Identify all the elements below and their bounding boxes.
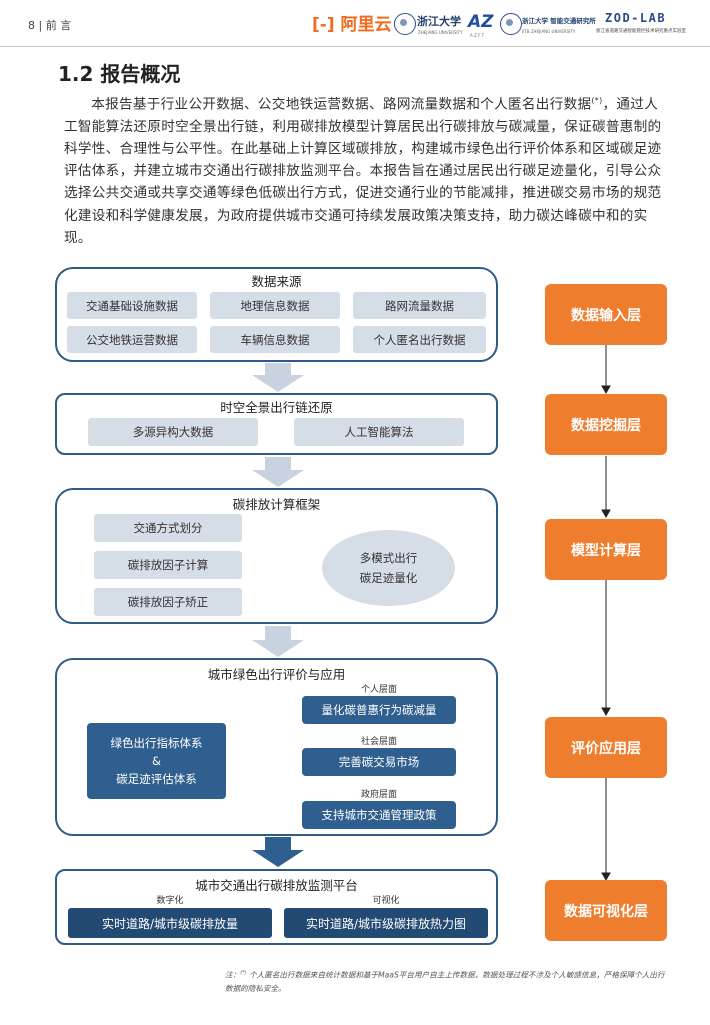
flow-arrows [252, 363, 304, 657]
page-number-line: 8 | 前 言 [28, 17, 71, 33]
platform-box: 实时道路/城市级碳排放热力图 [284, 908, 488, 938]
zod-lab-sub: 浙江省道路交通智能管控技术研究重点实验室 [596, 29, 686, 34]
layer-box-model: 模型计算层 [545, 519, 667, 580]
data-source-item: 地理信息数据 [210, 292, 340, 319]
down-arrow-2 [252, 457, 304, 487]
data-source-title: 数据来源 [251, 274, 302, 289]
carbon-calc-title: 碳排放计算框架 [232, 497, 321, 512]
carbon-calc-item: 碳排放因子计算 [94, 551, 242, 579]
zju-seal-icon [394, 13, 416, 35]
az-logo: AZ [468, 12, 494, 32]
data-source-item: 公交地铁运营数据 [67, 326, 197, 353]
zju-logo-sub: ZHEJIANG UNIVERSITY [418, 30, 463, 35]
footprint-ellipse: 多模式出行 碳足迹量化 [322, 530, 455, 606]
iitb-logo-sub: IITB ZHEJIANG UNIVERSITY [522, 29, 576, 34]
layer-arrows [601, 345, 611, 882]
indicator-system-box: 绿色出行指标体系 & 碳足迹评估体系 [87, 723, 226, 799]
aliyun-bracket-icon: [-] [312, 15, 335, 35]
zju-logo: 浙江大学 [417, 15, 461, 28]
data-source-item: 交通基础设施数据 [67, 292, 197, 319]
layer-box-visualization: 数据可视化层 [545, 880, 667, 941]
section-title: 1.2 报告概况 [58, 62, 181, 86]
intro-paragraph: 本报告基于行业公开数据、公交地铁运营数据、路网流量数据和个人匿名出行数据(*)，… [64, 96, 662, 246]
carbon-calc-item: 碳排放因子矫正 [94, 588, 242, 616]
carbon-calc-item: 交通方式划分 [94, 514, 242, 542]
page-header: 8 | 前 言 [-] 阿里云 浙江大学 ZHEJIANG UNIVERSITY… [0, 0, 710, 48]
platform-label: 可视化 [372, 896, 400, 906]
down-arrow-4 [252, 837, 304, 867]
trip-chain-item: 多源异构大数据 [88, 418, 258, 446]
zod-lab-logo: ZOD-LAB [605, 11, 667, 25]
header-separator: | [38, 19, 43, 32]
page-number: 8 [28, 19, 35, 32]
data-source-item: 路网流量数据 [353, 292, 486, 319]
down-arrow-1 [252, 363, 304, 392]
az-logo-sub: A Z F T [470, 33, 485, 38]
platform-label: 数字化 [156, 896, 184, 906]
evaluation-title: 城市绿色出行评价与应用 [207, 667, 346, 682]
level-label: 个人层面 [360, 685, 397, 695]
aliyun-logo: [-] 阿里云 [312, 15, 392, 35]
footnote: 注：(*) 个人匿名出行数据来自统计数据和基于MaaS平台用户自主上传数据，数据… [225, 970, 665, 993]
layer-box-evaluation: 评价应用层 [545, 717, 667, 778]
down-arrow-3 [252, 626, 304, 657]
trip-chain-item: 人工智能算法 [294, 418, 464, 446]
level-box: 支持城市交通管理政策 [302, 801, 456, 829]
platform-title: 城市交通出行碳排放监测平台 [195, 878, 358, 893]
iitb-logo: 浙江大学 智能交通研究所 [522, 17, 596, 25]
platform-box: 实时道路/城市级碳排放量 [68, 908, 272, 938]
iitb-seal-icon [500, 13, 522, 35]
section-name: 前 言 [45, 19, 72, 32]
layer-box-mining: 数据挖掘层 [545, 394, 667, 455]
data-source-item: 车辆信息数据 [210, 326, 340, 353]
level-box: 完善碳交易市场 [302, 748, 456, 776]
trip-chain-title: 时空全景出行链还原 [220, 400, 333, 415]
level-box: 量化碳普惠行为碳减量 [302, 696, 456, 724]
level-label: 政府层面 [360, 790, 397, 800]
data-source-item: 个人匿名出行数据 [353, 326, 486, 353]
level-label: 社会层面 [360, 737, 397, 747]
header-divider [0, 46, 710, 47]
layer-box-input: 数据输入层 [545, 284, 667, 345]
